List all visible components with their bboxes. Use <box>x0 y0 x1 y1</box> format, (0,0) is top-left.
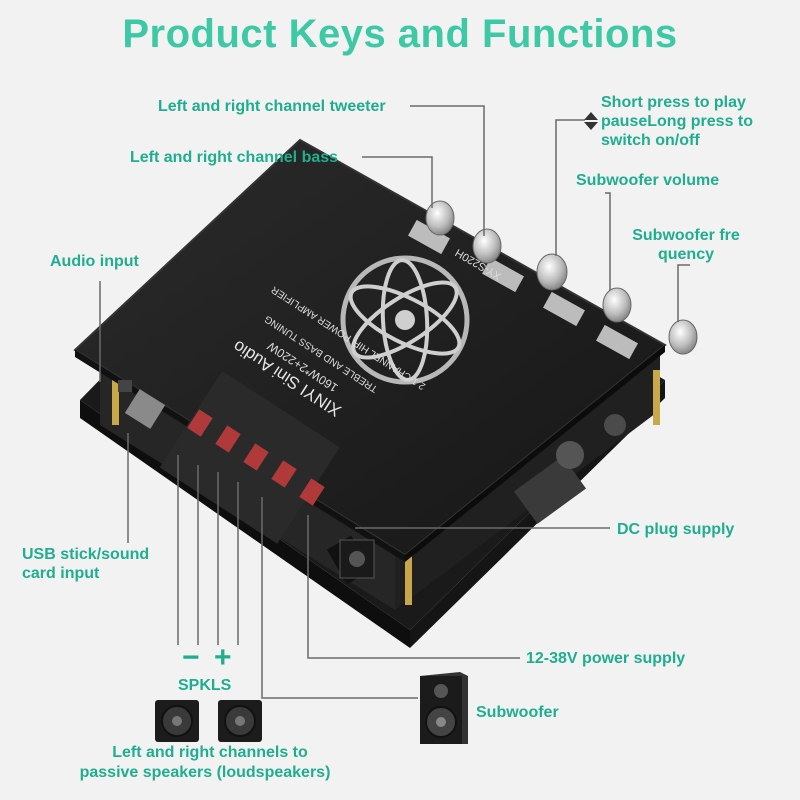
label-play-1: Short press to play <box>601 94 746 111</box>
right-speaker-icon <box>218 700 262 742</box>
subwoofer-cabinet-icon <box>420 672 468 744</box>
label-play-3: switch on/off <box>601 132 700 149</box>
speaker-terminals <box>159 371 340 544</box>
down-triangle-icon <box>584 122 598 130</box>
label-power-supply: 12-38V power supply <box>526 650 686 667</box>
label-sub-volume: Subwoofer volume <box>576 172 720 189</box>
label-speakers-1: Left and right channels to <box>112 744 308 761</box>
label-sub-freq-2: quency <box>657 246 714 263</box>
label-sub-freq-1: Subwoofer fre <box>632 227 740 244</box>
label-subwoofer: Subwoofer <box>476 704 559 721</box>
up-triangle-icon <box>584 112 598 120</box>
label-audio-input: Audio input <box>50 253 139 270</box>
logo-emblem <box>340 255 470 385</box>
label-play-2: pauseLong press to <box>601 113 754 130</box>
knobs <box>425 200 698 355</box>
label-dc-plug: DC plug supply <box>617 521 735 538</box>
left-speaker-icon <box>155 700 199 742</box>
minus-sign: − <box>182 641 200 674</box>
usb-port <box>124 389 166 429</box>
plus-sign: + <box>214 641 232 674</box>
label-usb-1: USB stick/sound <box>22 546 150 563</box>
page-title: Product Keys and Functions <box>122 12 678 56</box>
label-spkls: SPKLS <box>178 677 232 694</box>
leader-lines <box>99 105 690 699</box>
label-tweeter: Left and right channel tweeter <box>158 98 386 115</box>
label-usb-2: card input <box>22 565 100 582</box>
label-bass: Left and right channel bass <box>130 149 339 166</box>
label-speakers-2: passive speakers (loudspeakers) <box>79 764 331 781</box>
